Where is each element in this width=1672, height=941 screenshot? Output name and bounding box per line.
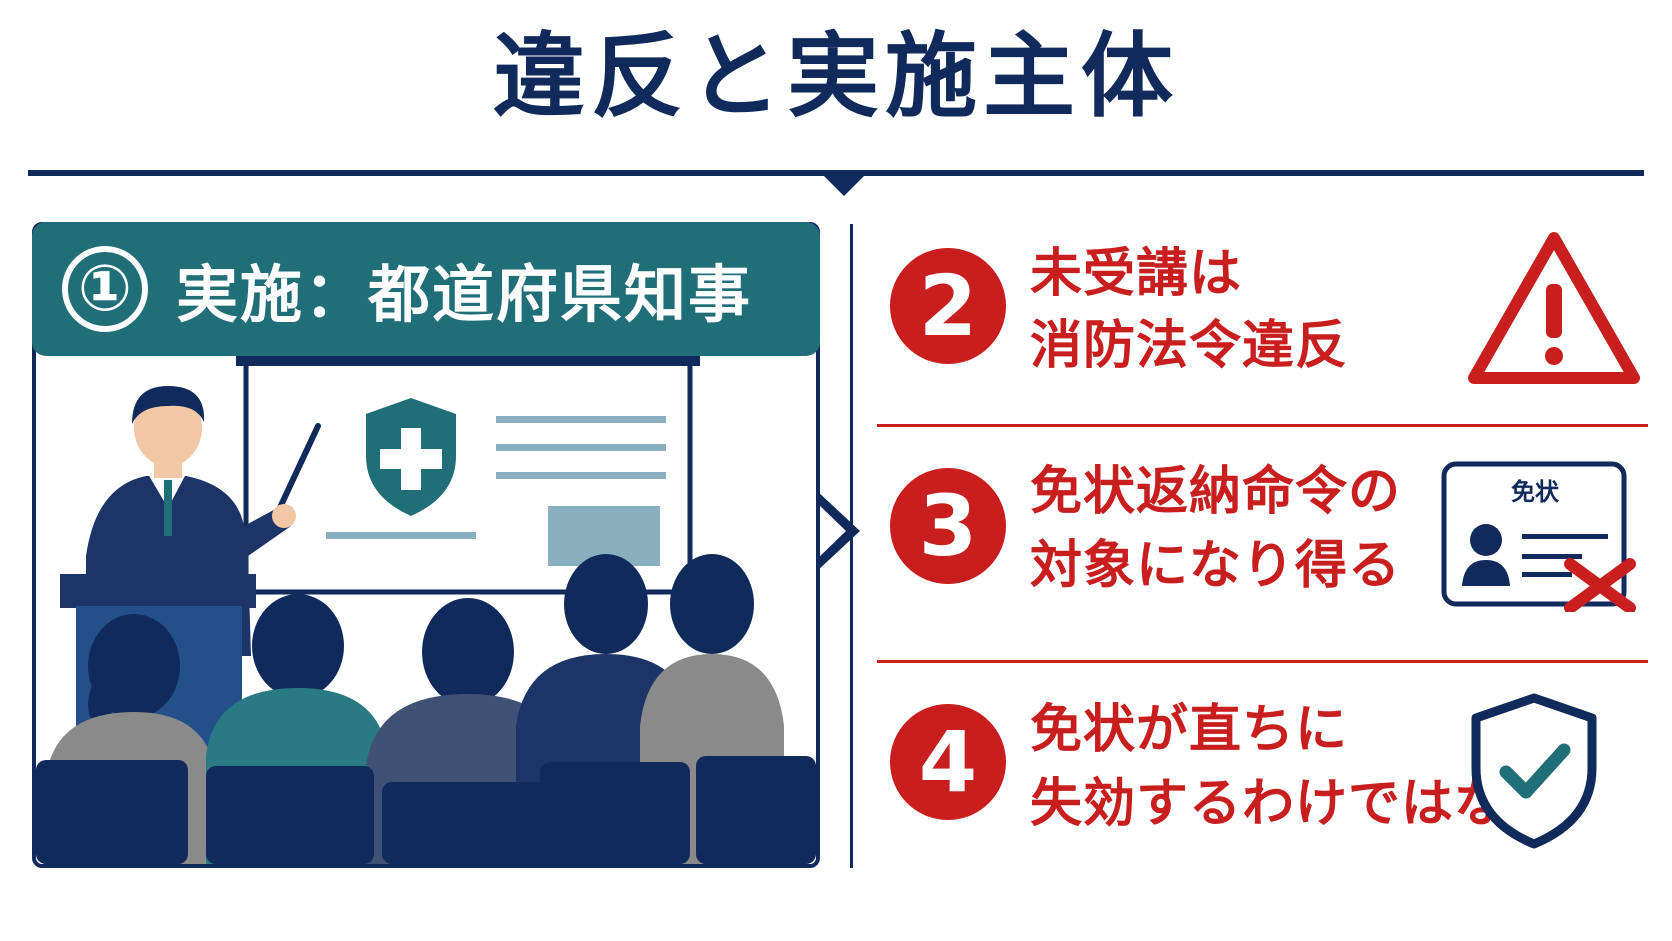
item-return-order-line1: 免状返納命令の [1030,462,1402,522]
item-return-order: 3 免状返納命令の 対象になり得る 免状 [880,454,1660,654]
item-not-revoked: 4 免状が直ちに 失効するわけではない [880,690,1660,870]
step-number-2: 2 [890,248,1006,364]
item-separator [877,424,1648,427]
shield-check-icon [1471,693,1597,849]
step-number-1: ① [62,246,148,332]
item-separator [877,660,1648,663]
item-not-revoked-line1: 免状が直ちに [1030,700,1349,760]
chevron-right-icon [816,490,860,572]
lecture-illustration [36,356,816,864]
step-number-4: 4 [890,704,1006,820]
item-not-revoked-line2: 失効するわけではない [1030,774,1561,834]
warning-triangle-icon [1468,232,1640,384]
item-violation-line1: 未受講は [1030,244,1243,304]
panel-header: ① 実施：都道府県知事 [32,222,820,356]
item-return-order-line2: 対象になり得る [1030,536,1402,596]
item-violation-line2: 消防法令違反 [1030,316,1349,376]
panel-header-label: 実施：都道府県知事 [176,258,753,331]
column-divider [850,224,853,868]
page-title: 違反と実施主体 [492,23,1179,130]
title-rule-notch [822,174,866,196]
item-violation: 2 未受講は 消防法令違反 [880,224,1660,394]
title-rule [28,170,1644,176]
license-card-cross-icon: 免状 [1440,460,1636,612]
step-number-3: 3 [890,468,1006,584]
license-card-label: 免状 [1511,478,1559,506]
